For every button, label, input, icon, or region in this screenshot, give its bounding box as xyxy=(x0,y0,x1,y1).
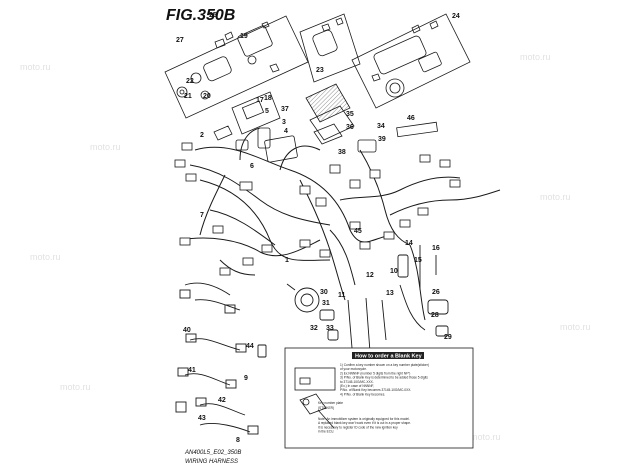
callout-39: 39 xyxy=(378,136,386,143)
watermark: moto.ru xyxy=(540,192,571,202)
blank-key-instruction-line: 2) Ex.NNNNF (number 5 digits from the ri… xyxy=(340,371,410,375)
callout-45: 45 xyxy=(354,228,362,235)
callout-28: 28 xyxy=(431,312,439,319)
callout-18: 18 xyxy=(264,95,272,102)
horn xyxy=(286,283,320,313)
blank-key-instruction-line: in the ECU. xyxy=(318,430,334,434)
callout-15: 15 xyxy=(414,257,422,264)
callout-26: 26 xyxy=(432,289,440,296)
callout-43: 43 xyxy=(198,415,206,422)
callout-38: 38 xyxy=(338,149,346,156)
callout-6: 6 xyxy=(250,163,254,170)
callout-11: 11 xyxy=(338,292,346,299)
callout-37: 37 xyxy=(281,106,289,113)
blank-key-instruction-line: It is necessary to register ID code of t… xyxy=(318,425,398,429)
callout-17: 17 xyxy=(256,97,264,104)
figure-title: FIG.350B xyxy=(166,7,235,24)
blank-key-title: How to order a Blank Key xyxy=(355,354,423,360)
blank-key-instruction-line: A replaced blank key won't work even if … xyxy=(318,421,411,425)
callout-20: 20 xyxy=(203,93,211,100)
callout-36: 36 xyxy=(346,124,354,131)
callout-30: 30 xyxy=(320,289,328,296)
callout-35: 35 xyxy=(346,111,354,118)
blank-key-instruction-line: 4) P/No. of Blank Key becomes. xyxy=(340,392,385,396)
ignition-key-parts xyxy=(213,91,298,163)
callout-5: 5 xyxy=(265,108,269,115)
model-code: AN400L5_E02_350B xyxy=(184,450,241,456)
main-harness xyxy=(179,127,501,321)
callout-12: 12 xyxy=(366,272,374,279)
callout-10: 10 xyxy=(390,268,398,275)
strap-46 xyxy=(396,121,438,138)
switch-box-23 xyxy=(299,13,361,83)
callout-19: 19 xyxy=(240,33,248,40)
callout-7: 7 xyxy=(200,212,204,219)
callout-33: 33 xyxy=(326,325,334,332)
watermark: moto.ru xyxy=(60,382,91,392)
callout-25: 25 xyxy=(209,12,217,19)
blank-key-title-bar xyxy=(352,352,424,359)
blank-key-instructions: 1) Confirm a key number shown on a key n… xyxy=(318,363,429,434)
callout-31: 31 xyxy=(322,300,330,307)
blank-key-instruction-line: 1) Confirm a key number shown on a key n… xyxy=(340,363,429,367)
callout-3: 3 xyxy=(282,119,286,126)
callout-22: 22 xyxy=(186,78,194,85)
watermark-layer: moto.ru moto.ru moto.ru moto.ru moto.ru … xyxy=(20,52,591,442)
callout-2: 2 xyxy=(200,132,204,139)
watermark: moto.ru xyxy=(560,322,591,332)
watermark: moto.ru xyxy=(470,432,501,442)
callout-42: 42 xyxy=(218,397,226,404)
blank-key-instruction-line: P/No. of Blank Key becomes 37145-10G/MC-… xyxy=(340,388,411,392)
watermark: moto.ru xyxy=(20,62,51,72)
callout-8: 8 xyxy=(236,437,240,444)
callout-27: 27 xyxy=(176,37,184,44)
callout-44: 44 xyxy=(246,343,254,350)
blank-key-instruction-line: Note: An immobilizer system is originall… xyxy=(318,417,410,421)
blank-key-info-box: How to order a Blank Key 1) Confirm a ke… xyxy=(284,347,474,449)
callout-41: 41 xyxy=(188,367,196,374)
key-drawing xyxy=(294,367,336,429)
sticker-label: (STICKER) xyxy=(318,406,334,410)
watermark: moto.ru xyxy=(30,252,61,262)
figure-caption: WIRING HARNESS xyxy=(185,459,238,465)
watermark: moto.ru xyxy=(90,142,121,152)
callout-16: 16 xyxy=(432,245,440,252)
harness-connectors xyxy=(174,142,461,276)
blank-key-instruction-line: 3) P/No. of Blank Key is determined to b… xyxy=(340,376,428,380)
blank-key-instruction-line: (Ex.) In case of NNNNF, xyxy=(340,384,374,388)
switch-box-24 xyxy=(351,13,471,109)
callout-13: 13 xyxy=(386,290,394,297)
key-number-plate-label: Key number plate xyxy=(318,401,343,405)
blank-key-instruction-line: to 37145-10G/MC-XXX. xyxy=(340,380,374,384)
callout-40: 40 xyxy=(183,327,191,334)
callout-14: 14 xyxy=(405,240,413,247)
blank-key-instruction-line: of your motorcycle. xyxy=(340,367,367,371)
watermark: moto.ru xyxy=(520,52,551,62)
right-side-parts xyxy=(397,245,449,337)
callout-46: 46 xyxy=(407,115,415,122)
callout-4: 4 xyxy=(284,128,288,135)
switch-assembly-box xyxy=(164,15,309,119)
callout-34: 34 xyxy=(377,123,385,130)
cable-ties xyxy=(319,297,387,353)
callout-9: 9 xyxy=(244,375,248,382)
sub-harness-group xyxy=(175,282,267,435)
callout-23: 23 xyxy=(316,67,324,74)
callout-32: 32 xyxy=(310,325,318,332)
relay-cover-group xyxy=(305,83,377,153)
callout-29: 29 xyxy=(444,334,452,341)
callout-1: 1 xyxy=(285,257,289,264)
callout-21: 21 xyxy=(184,93,192,100)
callout-24: 24 xyxy=(452,13,460,20)
